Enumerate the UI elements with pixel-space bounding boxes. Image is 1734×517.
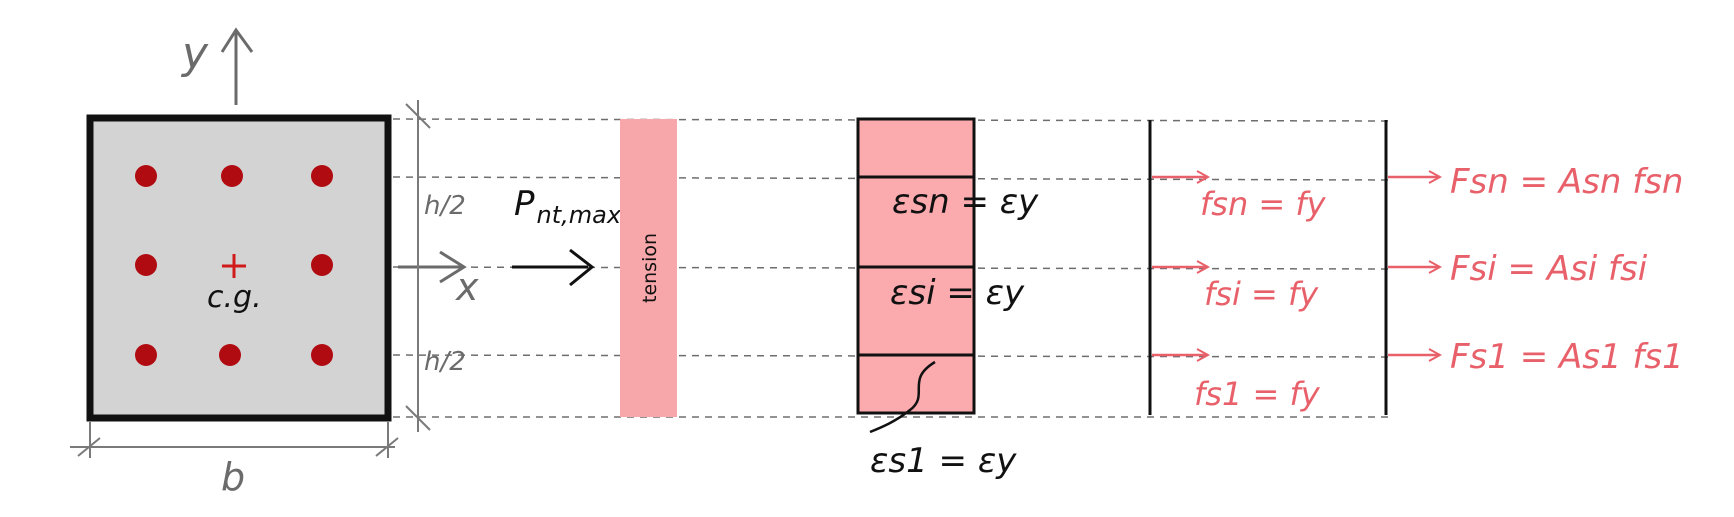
rebar-dot <box>135 254 157 276</box>
force-top-label: Fsn = Asn fsn <box>1450 162 1683 202</box>
half-height-top-label: h/2 <box>424 191 466 221</box>
rebar-dot <box>135 344 157 366</box>
y-axis: y <box>180 27 254 105</box>
strain-bottom-label: εs1 = εy <box>870 441 1017 481</box>
rebar-dot <box>219 344 241 366</box>
stress-frame <box>1148 120 1388 415</box>
width-label: b <box>221 455 245 499</box>
x-axis-label: x <box>455 265 479 309</box>
tension-label: tension <box>639 233 661 303</box>
stress-middle-label: fsi = fy <box>1204 275 1319 313</box>
rebar-dot <box>311 254 333 276</box>
tension-band <box>620 119 677 417</box>
rebar-dot <box>311 344 333 366</box>
strain-diagram <box>856 117 976 434</box>
x-axis: x <box>398 250 479 309</box>
load-label-sub: nt,max <box>537 201 622 229</box>
stress-bottom-label: fs1 = fy <box>1194 375 1321 413</box>
cross-section: c.g. <box>86 114 392 422</box>
load-label-main: P <box>514 184 535 224</box>
y-axis-label: y <box>180 28 209 79</box>
force-middle-label: Fsi = Asi fsi <box>1450 249 1648 289</box>
rebar-dot <box>311 165 333 187</box>
x-axis-arrow-icon <box>439 250 467 284</box>
width-dimension <box>70 422 399 458</box>
load-label: Pnt,max <box>514 184 622 229</box>
strain-leader-line <box>869 360 936 434</box>
half-height-bottom-label: h/2 <box>424 347 466 377</box>
rebar-dot <box>221 165 243 187</box>
force-arrows <box>1388 177 1440 355</box>
cg-label: c.g. <box>207 280 262 315</box>
force-bottom-label: Fs1 = As1 fs1 <box>1450 337 1684 377</box>
y-axis-arrow-icon <box>220 27 254 53</box>
cg-plus-icon <box>222 254 246 278</box>
rebar-dot <box>135 165 157 187</box>
strain-top-label: εsn = εy <box>892 182 1039 222</box>
stress-arrows <box>1152 177 1208 355</box>
rebar-group <box>135 165 333 366</box>
load-arrow <box>512 248 595 287</box>
load-arrow-icon <box>569 248 595 287</box>
section-rectangle <box>86 114 392 422</box>
height-dimension <box>405 100 431 432</box>
stress-top-label: fsn = fy <box>1200 185 1327 223</box>
strain-middle-label: εsi = εy <box>890 273 1025 313</box>
